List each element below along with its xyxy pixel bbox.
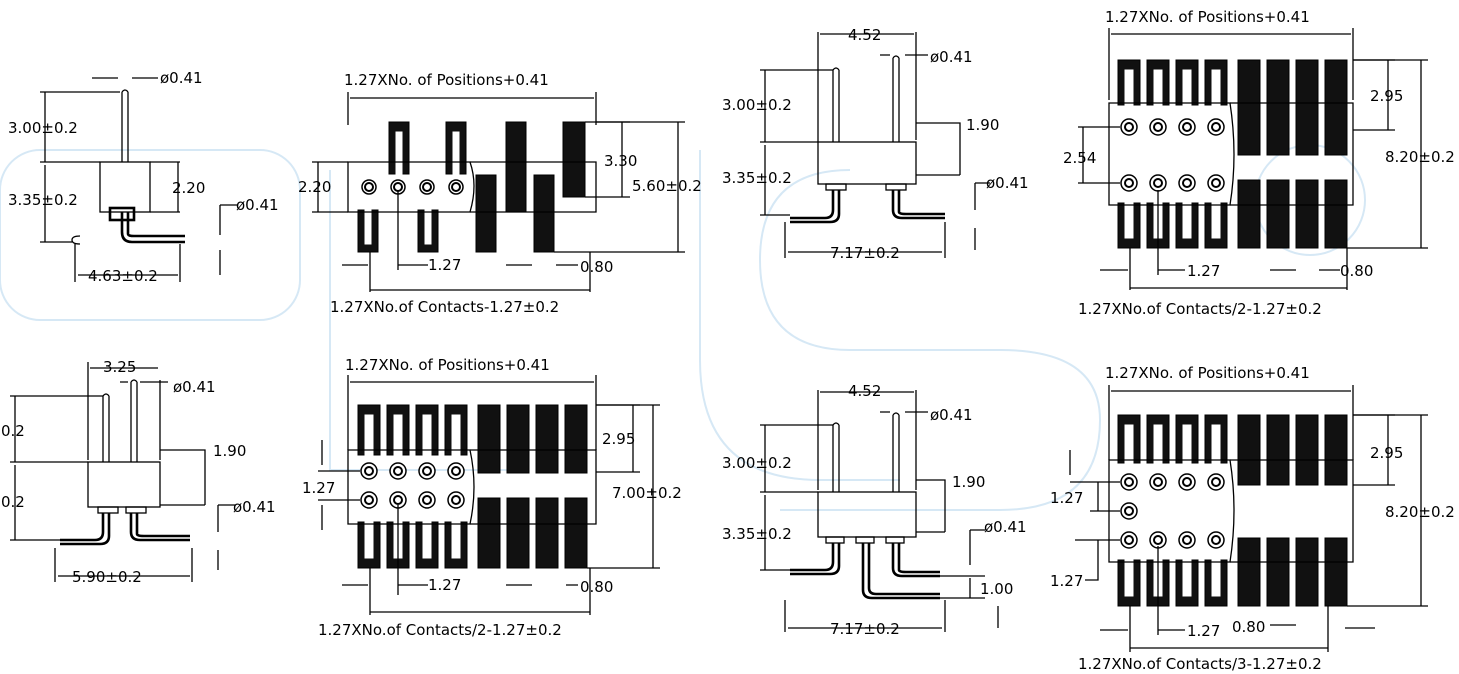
dim-contacts-formula: 1.27XNo.of Contacts/3-1.27±0.2 xyxy=(1078,655,1322,673)
dim-height-bottom: 3.35±0.2 xyxy=(722,169,792,187)
dim-length: 7.17±0.2 xyxy=(830,244,900,262)
dim-contacts-formula: 1.27XNo.of Contacts/2-1.27±0.2 xyxy=(318,621,562,639)
dim-height-bottom: 3.35±0.2 xyxy=(0,493,25,511)
dim-pad-width: 0.80 xyxy=(580,578,613,596)
dim-row-spacing: 1.27 xyxy=(302,479,335,497)
dim-length: 7.17±0.2 xyxy=(830,620,900,638)
dim-pitch: 1.27 xyxy=(1187,262,1220,280)
dim-row-spacing: 2.54 xyxy=(1063,149,1096,167)
dim-spacing: 3.25 xyxy=(103,358,136,376)
dim-offset: 1.90 xyxy=(213,442,246,460)
dim-pin-dia: ø0.41 xyxy=(930,48,973,66)
dim-height-top: 3.00±0.2 xyxy=(722,96,792,114)
side-view-triple: 4.52 ø0.41 3.00±0.2 1.90 3.35±0.2 ø0.41 … xyxy=(722,382,1027,638)
top-view-double-b: 1.27XNo. of Positions+0.41 xyxy=(302,356,682,639)
dim-height-bottom: 3.35±0.2 xyxy=(722,525,792,543)
dim-width-formula: 1.27XNo. of Positions+0.41 xyxy=(344,71,549,89)
dim-length: 5.90±0.2 xyxy=(72,568,142,586)
dim-pad-height: 2.95 xyxy=(602,430,635,448)
dim-spacing: 4.52 xyxy=(848,26,881,44)
dim-spacing: 4.52 xyxy=(848,382,881,400)
dim-contacts-formula: 1.27XNo.of Contacts-1.27±0.2 xyxy=(330,298,559,316)
dim-pad-width: 0.80 xyxy=(1232,618,1265,636)
dim-overall-height: 7.00±0.2 xyxy=(612,484,682,502)
dim-height-top: 3.00±0.2 xyxy=(722,454,792,472)
top-view-double-a: 1.27XNo. of Positions+0.41 xyxy=(1063,8,1455,318)
top-view-triple: 1.27XNo. of Positions+0.41 xyxy=(1050,364,1455,673)
dim-pin-dia: ø0.41 xyxy=(160,69,203,87)
dim-height-bottom: 3.35±0.2 xyxy=(8,191,78,209)
dim-height-top: 3.00±0.2 xyxy=(0,422,25,440)
dim-tail-dia: ø0.41 xyxy=(236,196,279,214)
dim-row-spacing-a: 1.27 xyxy=(1050,489,1083,507)
dim-body-width: 2.20 xyxy=(298,178,331,196)
dim-tail-step: 1.00 xyxy=(980,580,1013,598)
side-view-double-b: 3.25 ø0.41 3.00±0.2 1.90 3.35±0.2 ø0.41 … xyxy=(0,358,276,586)
dim-overall-height: 8.20±0.2 xyxy=(1385,503,1455,521)
dim-pad-height: 2.95 xyxy=(1370,444,1403,462)
dim-height-top: 3.00±0.2 xyxy=(8,119,78,137)
dim-body-height: 2.20 xyxy=(172,179,205,197)
dim-tail-dia: ø0.41 xyxy=(984,518,1027,536)
dim-pad-width: 0.80 xyxy=(580,258,613,276)
dim-length: 4.63±0.2 xyxy=(88,267,158,285)
dim-tail-dia: ø0.41 xyxy=(233,498,276,516)
dim-overall-height: 5.60±0.2 xyxy=(632,177,702,195)
dim-pitch: 1.27 xyxy=(428,576,461,594)
dim-pin-dia: ø0.41 xyxy=(930,406,973,424)
dim-width-formula: 1.27XNo. of Positions+0.41 xyxy=(1105,364,1310,382)
dim-overall-height: 8.20±0.2 xyxy=(1385,148,1455,166)
dim-width-formula: 1.27XNo. of Positions+0.41 xyxy=(345,356,550,374)
dim-pitch: 1.27 xyxy=(428,256,461,274)
top-view-single: 1.27XNo. of Positions+0.41 2.20 3.30 5.6… xyxy=(298,71,702,316)
dim-pitch: 1.27 xyxy=(1187,622,1220,640)
side-view-double-a: 4.52 ø0.41 3.00±0.2 1.90 3.35±0.2 ø0.41 … xyxy=(722,26,1029,262)
dim-width-formula: 1.27XNo. of Positions+0.41 xyxy=(1105,8,1310,26)
dim-offset: 1.90 xyxy=(966,116,999,134)
dim-contacts-formula: 1.27XNo.of Contacts/2-1.27±0.2 xyxy=(1078,300,1322,318)
dim-row-spacing-b: 1.27 xyxy=(1050,572,1083,590)
dim-tail-dia: ø0.41 xyxy=(986,174,1029,192)
side-view-single: ø0.41 3.00±0.2 3.35±0.2 2.20 ø0.41 4.63±… xyxy=(8,69,279,285)
dim-offset: 1.90 xyxy=(952,473,985,491)
dim-pin-dia: ø0.41 xyxy=(173,378,216,396)
dim-pad-height: 3.30 xyxy=(604,152,637,170)
dim-pad-height: 2.95 xyxy=(1370,87,1403,105)
dim-pad-width: 0.80 xyxy=(1340,262,1373,280)
